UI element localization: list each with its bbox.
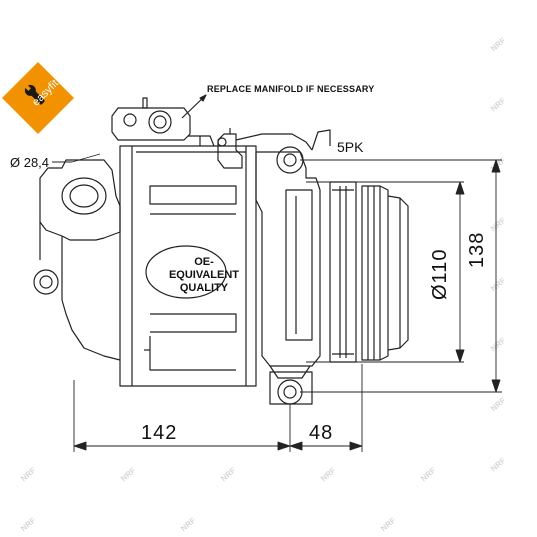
- oe-ellipse: [145, 245, 227, 299]
- body-width-dimension: 142: [141, 422, 178, 444]
- dimension-lines: [73, 159, 502, 452]
- pulley-diameter-dimension: Ø110: [429, 248, 451, 300]
- pulley-width-dimension: 48: [309, 422, 334, 444]
- mounting-boss-left: [33, 269, 59, 295]
- oe-line-1: OE-: [194, 256, 214, 268]
- oe-quality-badge: OE- EQUIVALENT QUALITY: [148, 256, 260, 295]
- clutch-pulley: [329, 181, 409, 363]
- oe-line-3: QUALITY: [179, 282, 229, 294]
- electrical-connector: [217, 128, 331, 169]
- total-height-dimension: 138: [466, 231, 488, 268]
- manifold-note: REPLACE MANIFOLD IF NECESSARY: [207, 84, 375, 94]
- port-diameter-label: Ø 28,4: [10, 155, 50, 170]
- oe-line-2: EQUIVALENT: [168, 269, 240, 281]
- front-housing: [255, 146, 321, 379]
- belt-type-label: 5PK: [337, 139, 364, 155]
- mounting-boss-front: [269, 371, 313, 405]
- manifold-fitting: [111, 94, 207, 141]
- easyfit-badge: [2, 62, 74, 134]
- wrench-icon: [24, 84, 45, 105]
- compressor-body: [119, 135, 257, 387]
- rear-port-housing: [39, 159, 121, 361]
